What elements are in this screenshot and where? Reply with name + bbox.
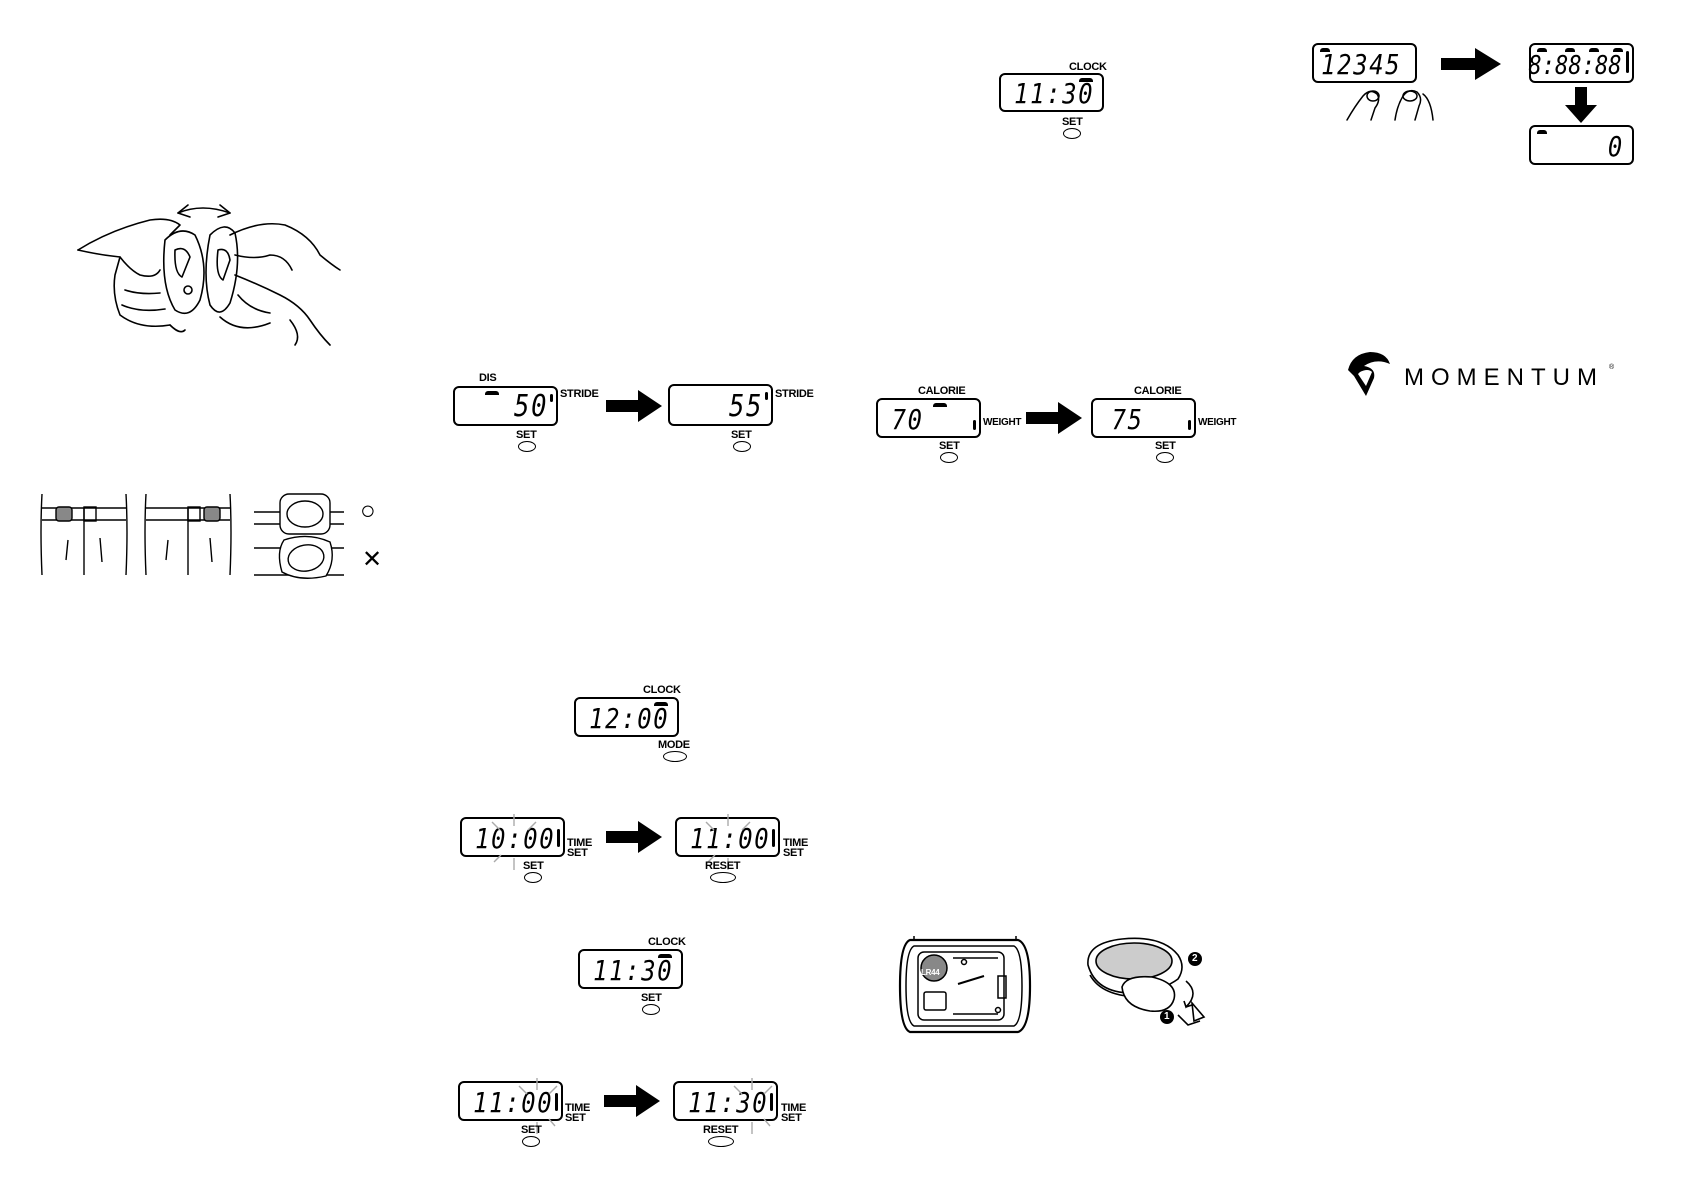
stride-right-digits: 55 — [729, 392, 763, 422]
set-button-label: SET — [731, 430, 752, 441]
arrow-right-icon — [604, 1085, 660, 1117]
set-button[interactable] — [522, 1136, 540, 1147]
weight-left-side-label: WEIGHT — [983, 418, 1021, 428]
reset-button-label: RESET — [703, 1125, 738, 1136]
stride-left-digits: 50 — [514, 392, 548, 422]
set-button-label: SET — [516, 430, 537, 441]
set-button[interactable] — [518, 441, 536, 452]
wrong-mark: ✕ — [362, 548, 382, 572]
set-button-label: SET — [939, 441, 960, 452]
mode-button-label: MODE — [658, 740, 690, 751]
set-button[interactable] — [733, 441, 751, 452]
set-label: SET — [567, 848, 588, 859]
arrow-right-icon — [1441, 48, 1501, 80]
set-button[interactable] — [1156, 452, 1174, 463]
step-1-label: 1 — [1164, 1012, 1169, 1022]
clock-label: CLOCK — [648, 937, 686, 948]
logo-registered: ® — [1609, 364, 1614, 371]
reset-all-digits: 8:88:88 — [1529, 53, 1622, 79]
set-button[interactable] — [940, 452, 958, 463]
reset-button[interactable] — [710, 872, 736, 883]
logo-mark-icon — [1346, 352, 1392, 396]
weight-left-digits: 70 — [892, 406, 924, 434]
reset-after-digits: 0 — [1608, 133, 1624, 161]
weight-right-side-label: WEIGHT — [1198, 418, 1236, 428]
set-label: SET — [565, 1113, 586, 1124]
set-button[interactable] — [1063, 128, 1081, 139]
mode-label-calorie: CALORIE — [1134, 386, 1181, 397]
set-button[interactable] — [524, 872, 542, 883]
correct-mark: ○ — [360, 497, 375, 523]
clock-label: CLOCK — [643, 685, 681, 696]
mode-button[interactable] — [663, 751, 687, 762]
set-button-label: SET — [521, 1125, 542, 1136]
stride-right-side-label: STRIDE — [775, 389, 814, 400]
reset-button-label: RESET — [705, 861, 740, 872]
arrow-right-icon — [606, 821, 662, 853]
belt-clip-icon — [38, 490, 388, 580]
reset-button[interactable] — [708, 1136, 734, 1147]
mode-label-calorie: CALORIE — [918, 386, 965, 397]
battery-icon — [898, 936, 1033, 1036]
set-button-label: SET — [523, 861, 544, 872]
set-button[interactable] — [642, 1004, 660, 1015]
hands-opening-icon — [70, 195, 350, 355]
battery-cover-icon — [1082, 935, 1212, 1025]
stride-left-side-label: STRIDE — [560, 389, 599, 400]
battery-cell-label: LR44 — [921, 969, 939, 977]
set-button-label: SET — [1155, 441, 1176, 452]
clock-set-digits: 11:30 — [593, 957, 673, 985]
clock-top-digits: 11:30 — [1014, 80, 1094, 108]
set-button-label: SET — [641, 993, 662, 1004]
set-label: SET — [783, 848, 804, 859]
arrow-down-icon — [1565, 87, 1597, 123]
weight-right-digits: 75 — [1112, 406, 1144, 434]
finger-press-icon — [1345, 86, 1435, 122]
step-2-label: 2 — [1192, 954, 1197, 964]
clock-mode-digits: 12:00 — [589, 705, 669, 733]
mode-label-dis: DIS — [479, 373, 496, 384]
set-label: SET — [781, 1113, 802, 1124]
arrow-right-icon — [606, 390, 662, 422]
clock-label: CLOCK — [1069, 62, 1107, 73]
set-button-label: SET — [1062, 117, 1083, 128]
arrow-right-icon — [1026, 402, 1082, 434]
reset-before-digits: 12345 — [1321, 51, 1401, 79]
logo-text: MOMENTUM — [1404, 364, 1604, 392]
